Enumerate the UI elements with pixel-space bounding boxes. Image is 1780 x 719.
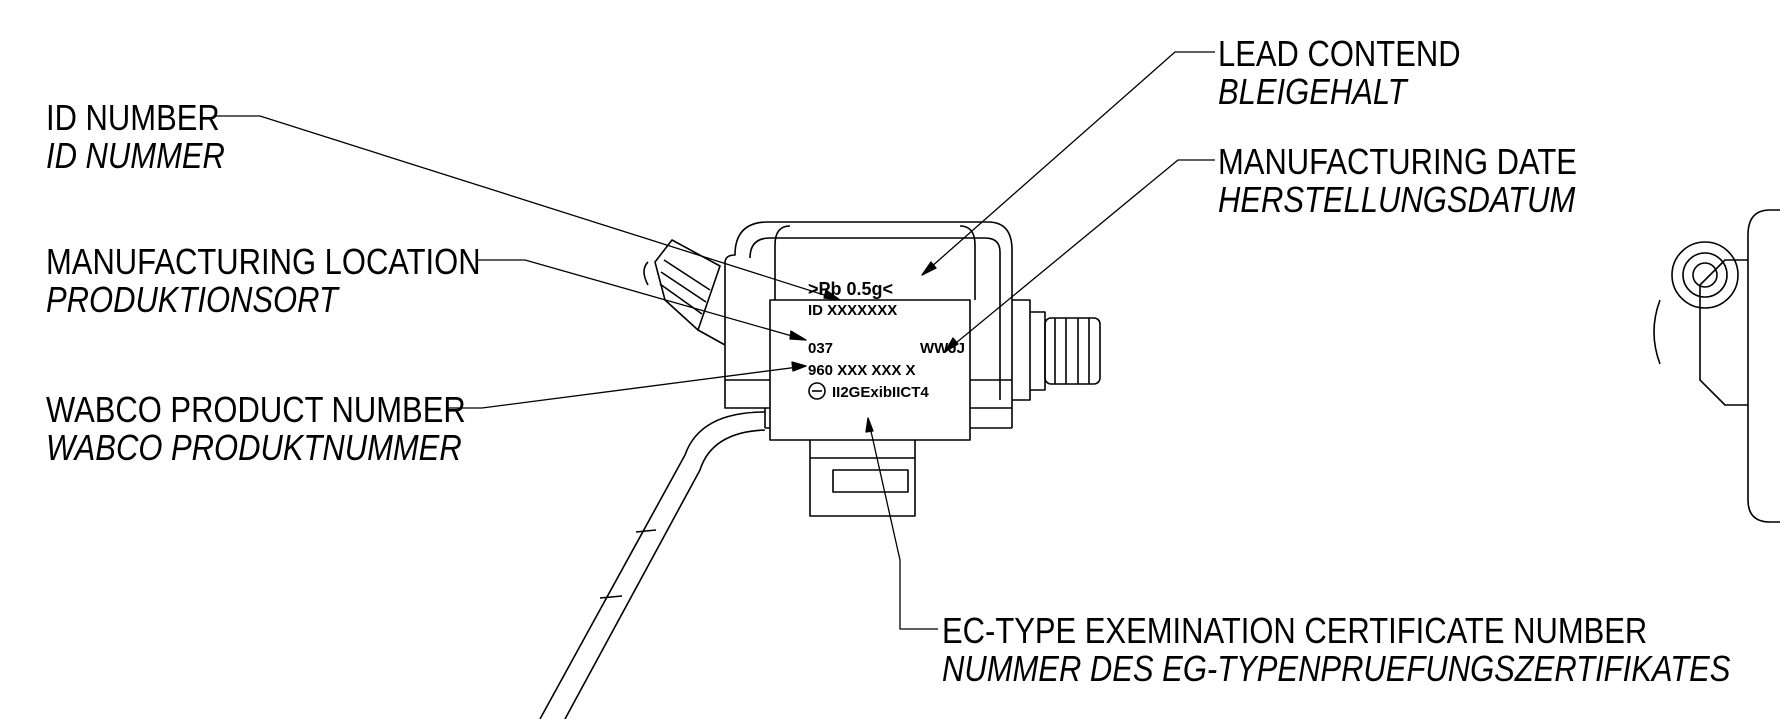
right-edge-device bbox=[1653, 209, 1780, 523]
arrowhead-id-number bbox=[823, 289, 841, 301]
arrowhead-lead-contend bbox=[921, 261, 937, 276]
leader-ec-type-certificate bbox=[867, 417, 938, 630]
callout-manufacturing-location: MANUFACTURING LOCATION PRODUKTIONSORT bbox=[46, 243, 481, 319]
callout-id-number-en: ID NUMBER bbox=[46, 97, 220, 138]
plate-id-text: ID XXXXXXX bbox=[808, 302, 897, 319]
callout-lead-contend: LEAD CONTEND BLEIGEHALT bbox=[1218, 35, 1461, 111]
callout-manufacturing-date-en: MANUFACTURING DATE bbox=[1218, 141, 1577, 182]
leader-id-number bbox=[215, 115, 841, 301]
callout-ec-type-certificate-en: EC-TYPE EXEMINATION CERTIFICATE NUMBER bbox=[942, 610, 1648, 651]
plate-location-text: 037 bbox=[808, 340, 833, 357]
callout-lead-contend-de: BLEIGEHALT bbox=[1218, 71, 1407, 112]
arrowhead-wabco-product-number bbox=[791, 361, 807, 372]
callout-wabco-product-number-de: WABCO PRODUKTNUMMER bbox=[46, 427, 462, 468]
ex-symbol-icon bbox=[808, 382, 826, 400]
plate-lead-text: >Pb 0.5g< bbox=[808, 279, 893, 299]
callout-wabco-product-number: WABCO PRODUCT NUMBER WABCO PRODUKTNUMMER bbox=[46, 391, 466, 467]
callout-manufacturing-date-de: HERSTELLUNGSDATUM bbox=[1218, 179, 1576, 220]
leader-wabco-product-number bbox=[446, 365, 807, 409]
plate-product-text: 960 XXX XXX X bbox=[808, 362, 916, 379]
label-plate bbox=[769, 299, 971, 517]
arrowhead-manufacturing-date bbox=[944, 337, 959, 353]
callout-id-number: ID NUMBER ID NUMMER bbox=[46, 99, 225, 175]
bent-pipe bbox=[539, 411, 766, 719]
callout-manufacturing-location-de: PRODUKTIONSORT bbox=[46, 279, 338, 320]
callout-ec-type-certificate-de: NUMMER DES EG-TYPENPRUEFUNGSZERTIFIKATES bbox=[942, 648, 1731, 689]
leader-lead-contend bbox=[921, 51, 1215, 276]
callout-lead-contend-en: LEAD CONTEND bbox=[1218, 33, 1461, 74]
label-plate-text: >Pb 0.5g< ID XXXXXXX 037 WWJJ 960 XXX XX… bbox=[808, 279, 965, 401]
arrowhead-manufacturing-location bbox=[789, 330, 807, 341]
right-connector bbox=[1012, 299, 1101, 401]
callout-manufacturing-location-en: MANUFACTURING LOCATION bbox=[46, 241, 481, 282]
leader-lines bbox=[215, 51, 1215, 630]
arrowhead-ec-type-certificate bbox=[865, 417, 874, 433]
leader-manufacturing-location bbox=[476, 259, 807, 341]
plate-atex-text: II2GExibIICT4 bbox=[832, 384, 929, 401]
callout-ec-type-certificate: EC-TYPE EXEMINATION CERTIFICATE NUMBER N… bbox=[942, 612, 1730, 688]
plate-date-text: WWJJ bbox=[920, 340, 965, 357]
leader-manufacturing-date bbox=[944, 159, 1215, 353]
callout-manufacturing-date: MANUFACTURING DATE HERSTELLUNGSDATUM bbox=[1218, 143, 1577, 219]
callout-id-number-de: ID NUMMER bbox=[46, 135, 225, 176]
left-cable-gland bbox=[643, 239, 726, 346]
callout-wabco-product-number-en: WABCO PRODUCT NUMBER bbox=[46, 389, 466, 430]
